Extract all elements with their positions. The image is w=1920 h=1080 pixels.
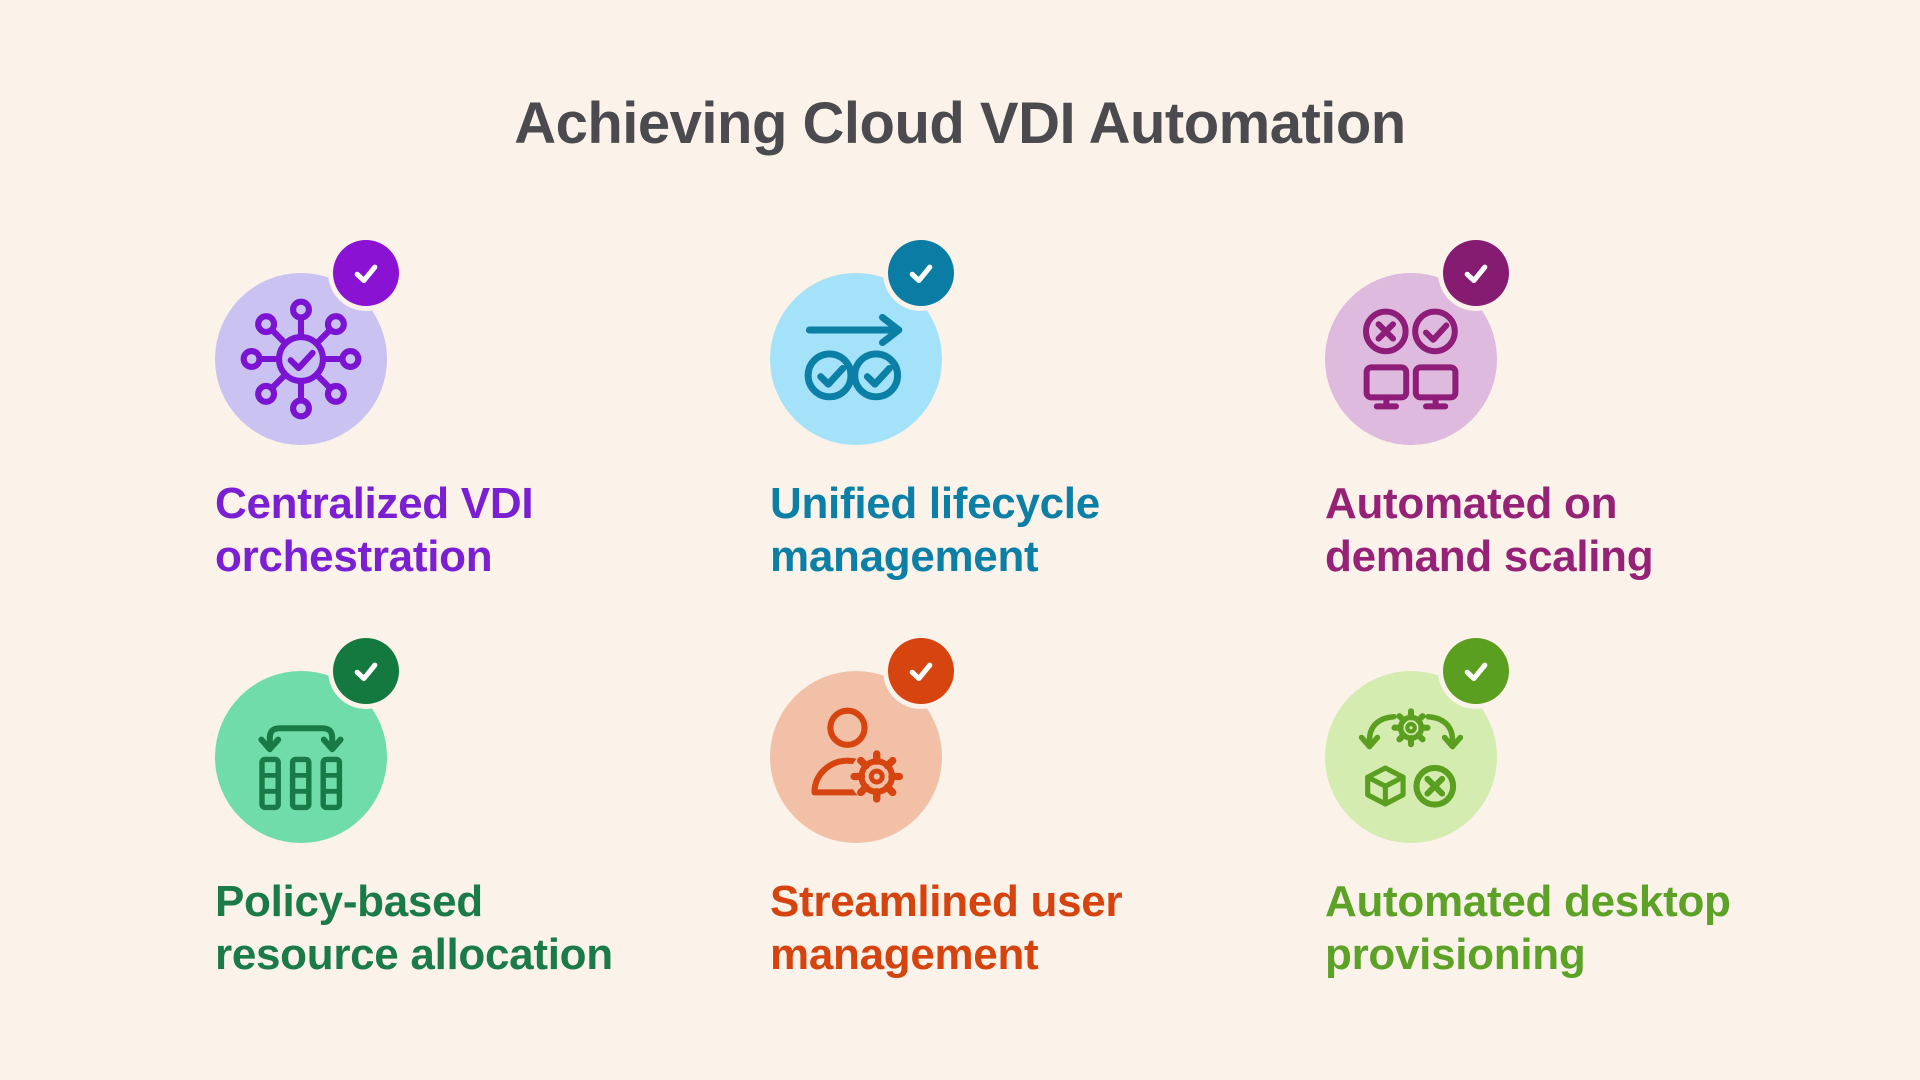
item-label-line2: resource allocation [215, 930, 613, 979]
item-icon-circle [215, 240, 399, 445]
item-label-line2: management [770, 532, 1039, 581]
item-unified-lifecycle-management: Unified lifecycle management [770, 240, 1290, 583]
scaling-monitors-icon [1363, 308, 1459, 410]
item-icon-circle [1325, 638, 1509, 843]
check-badge [1443, 638, 1509, 704]
item-automated-desktop-provisioning: Automated desktop provisioning [1325, 638, 1845, 981]
item-policy-based-resource-allocation: Policy-based resource allocation [215, 638, 735, 981]
check-badge [333, 638, 399, 704]
resource-columns-icon [258, 725, 344, 811]
check-icon [354, 662, 378, 682]
check-badge [888, 638, 954, 704]
item-label: Automated on demand scaling [1325, 477, 1845, 583]
user-gear-icon [811, 707, 904, 804]
hub-network-icon [240, 298, 362, 420]
item-label-line2: demand scaling [1325, 532, 1654, 581]
item-centralized-vdi-orchestration: Centralized VDI orchestration [215, 240, 735, 583]
item-automated-on-demand-scaling: Automated on demand scaling [1325, 240, 1845, 583]
item-label-line1: Streamlined user [770, 877, 1123, 926]
check-icon [354, 264, 378, 284]
desktop-provisioning-icon [1358, 708, 1464, 808]
item-label: Automated desktop provisioning [1325, 875, 1845, 981]
item-label: Unified lifecycle management [770, 477, 1290, 583]
check-badge [333, 240, 399, 306]
item-label-line2: management [770, 930, 1039, 979]
check-icon [1464, 662, 1488, 682]
item-label-line2: orchestration [215, 532, 493, 581]
item-icon-circle [770, 638, 954, 843]
item-label-line1: Policy-based [215, 877, 483, 926]
item-icon-circle [215, 638, 399, 843]
item-label: Streamlined user management [770, 875, 1290, 981]
item-label-line1: Automated desktop [1325, 877, 1731, 926]
check-badge [1443, 240, 1509, 306]
item-icon-circle [1325, 240, 1509, 445]
check-badge [888, 240, 954, 306]
item-label: Centralized VDI orchestration [215, 477, 735, 583]
check-icon [1464, 264, 1488, 284]
item-label: Policy-based resource allocation [215, 875, 735, 981]
item-streamlined-user-management: Streamlined user management [770, 638, 1290, 981]
item-label-line1: Automated on [1325, 479, 1618, 528]
check-icon [909, 264, 933, 284]
item-icon-circle [770, 240, 954, 445]
item-label-line2: provisioning [1325, 930, 1586, 979]
check-icon [909, 662, 933, 682]
item-label-line1: Centralized VDI [215, 479, 534, 528]
item-label-line1: Unified lifecycle [770, 479, 1100, 528]
page-title: Achieving Cloud VDI Automation [514, 91, 1406, 156]
lifecycle-arrow-icon [804, 313, 903, 401]
